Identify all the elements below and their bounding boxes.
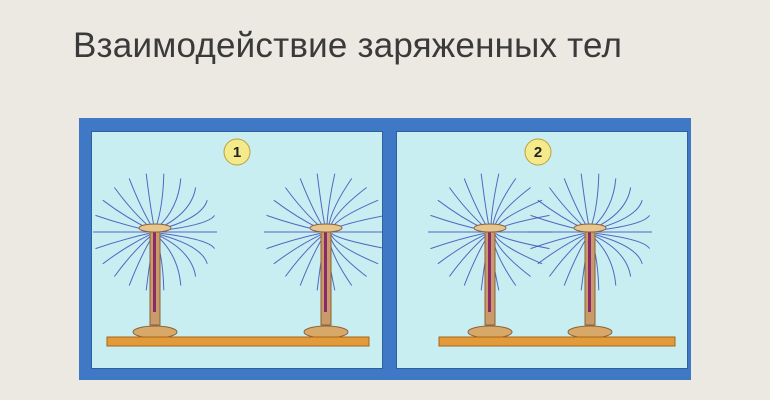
field-line: [595, 232, 650, 249]
page-title: Взаимодействие заряженных тел: [73, 26, 623, 65]
field-line: [158, 187, 197, 229]
field-line: [273, 234, 322, 265]
field-line: [159, 234, 208, 264]
field-line: [113, 235, 152, 277]
field-line: [113, 187, 152, 229]
field-line: [495, 233, 550, 250]
panel-1: 1: [91, 131, 383, 369]
field-line: [160, 232, 215, 249]
field-line: [590, 173, 600, 228]
field-line: [158, 235, 197, 277]
field-line: [266, 232, 321, 250]
badge-1-label: 1: [233, 144, 241, 161]
field-line: [594, 234, 643, 264]
electroscope-right: [303, 223, 349, 339]
field-line: [494, 234, 543, 265]
field-line: [284, 187, 323, 229]
field-line: [155, 173, 165, 228]
badge-1: 1: [223, 138, 251, 166]
field-line: [530, 232, 585, 250]
panel-1-illustration: 1: [93, 138, 382, 347]
field-line: [102, 234, 151, 265]
electroscope-right: [567, 223, 613, 339]
field-line: [95, 232, 150, 250]
electroscope-left: [132, 223, 178, 339]
field-line: [448, 187, 487, 229]
field-line: [548, 187, 587, 229]
field-line: [548, 235, 587, 277]
field-line: [593, 187, 632, 229]
field-line: [331, 233, 382, 249]
table: [106, 336, 370, 347]
field-line: [284, 235, 323, 277]
diagram-frame: 1 2: [79, 118, 691, 380]
panel-2: 2: [396, 131, 688, 369]
field-line: [448, 235, 487, 277]
badge-2: 2: [524, 138, 552, 166]
electroscope-left: [467, 223, 513, 339]
badge-2-label: 2: [534, 144, 542, 161]
field-line: [430, 232, 485, 250]
field-line: [437, 234, 486, 265]
field-line: [330, 234, 379, 265]
field-line: [592, 236, 617, 286]
field-line: [593, 235, 632, 277]
table: [438, 336, 676, 347]
panel-2-illustration: 2: [428, 138, 676, 347]
field-line: [537, 234, 586, 265]
field-line: [157, 236, 182, 286]
